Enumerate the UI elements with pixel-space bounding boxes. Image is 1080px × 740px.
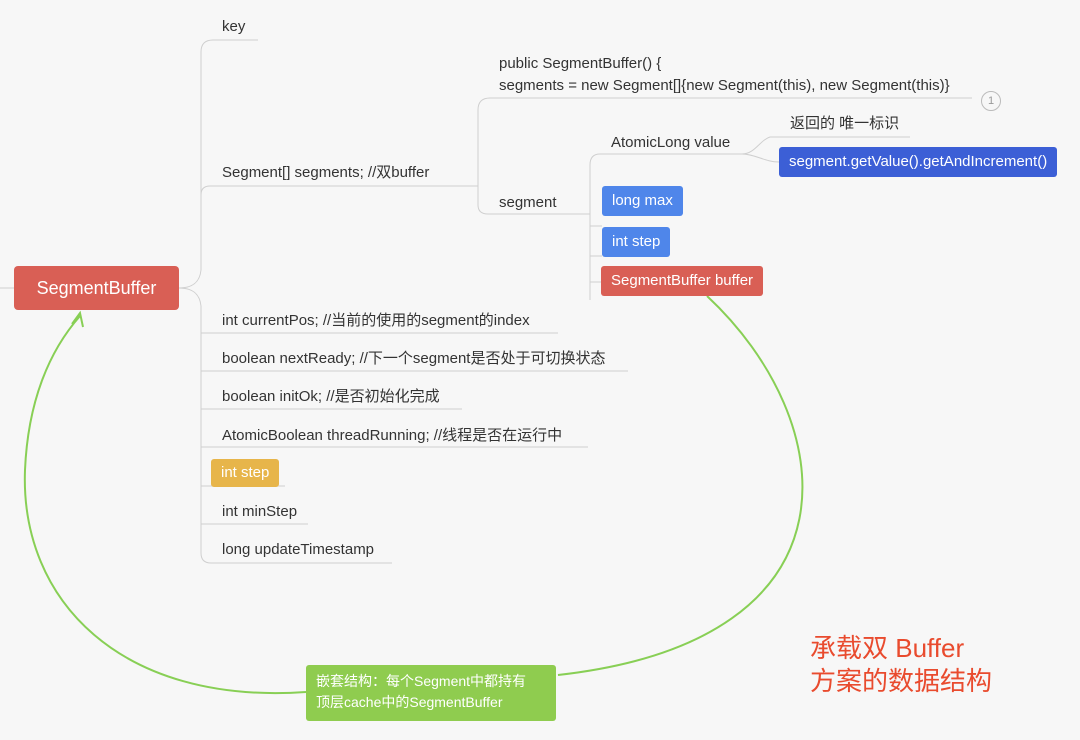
constructor-line-2[interactable]: segments = new Segment[]{new Segment(thi… [499,77,950,94]
atomic-long-node[interactable]: AtomicLong value [611,134,731,151]
next-ready-node[interactable]: boolean nextReady; //下一个segment是否处于可切换状态 [222,350,606,367]
current-pos-node[interactable]: int currentPos; //当前的使用的segment的index [222,312,530,329]
root-node[interactable]: SegmentBuffer [14,266,179,310]
segments-node[interactable]: Segment[] segments; //双buffer [222,164,430,181]
count-badge[interactable]: 1 [981,91,1001,111]
constructor-line-1[interactable]: public SegmentBuffer() { [499,55,662,72]
update-timestamp-node[interactable]: long updateTimestamp [222,541,375,558]
init-ok-node[interactable]: boolean initOk; //是否初始化完成 [222,388,440,405]
caption-line-1: 承载双 Buffer [810,633,965,663]
get-value-node[interactable]: segment.getValue().getAndIncrement() [779,147,1058,177]
int-step-node[interactable]: int step [211,459,280,487]
key-node[interactable]: key [222,18,246,35]
thread-running-node[interactable]: AtomicBoolean threadRunning; //线程是否在运行中 [222,427,563,444]
note-line-2: 顶层cache中的SegmentBuffer [316,694,503,710]
nested-structure-note[interactable]: 嵌套结构：每个Segment中都持有 顶层cache中的SegmentBuffe… [306,665,556,721]
diagram-caption: 承载双 Buffer 方案的数据结构 [810,632,992,698]
segment-int-step-node[interactable]: int step [602,227,671,257]
min-step-node[interactable]: int minStep [222,503,298,520]
segment-buffer-ref-node[interactable]: SegmentBuffer buffer [601,266,764,296]
note-line-1: 嵌套结构：每个Segment中都持有 [316,673,527,689]
long-max-node[interactable]: long max [602,186,683,216]
return-note-node[interactable]: 返回的 唯一标识 [790,115,900,132]
segment-node[interactable]: segment [499,194,557,211]
caption-line-2: 方案的数据结构 [810,666,993,696]
